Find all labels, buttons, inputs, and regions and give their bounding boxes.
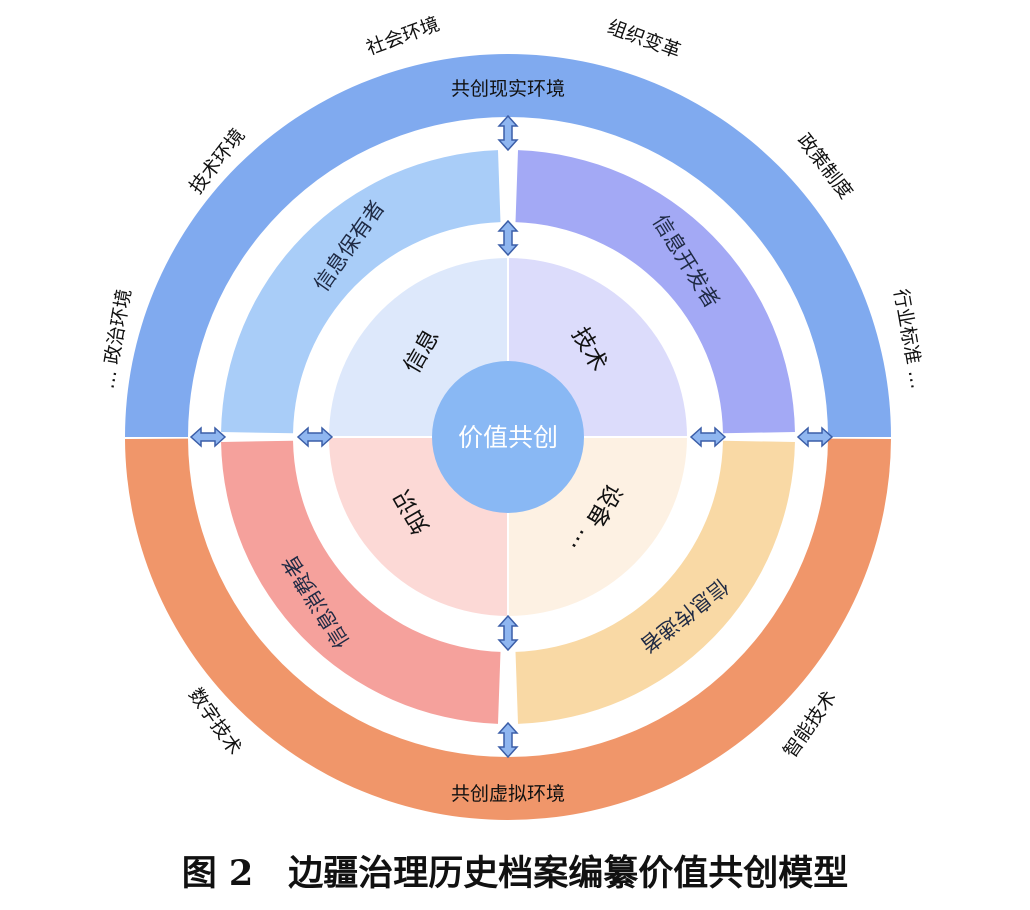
double-arrow-icon [796,426,834,448]
label-industry: 行业标准 … [889,287,928,390]
outer-ring-top [125,54,891,437]
middle-ring-holder [221,150,501,434]
outer-bottom-label: 共创虚拟环境 [451,783,565,805]
outer-top-label: 共创现实环境 [451,78,565,100]
double-arrow-icon [296,426,334,448]
center-label: 价值共创 [458,423,558,452]
outer-ring-bottom [125,438,891,821]
label-social: 社会环境 [363,13,442,60]
double-arrow-icon [497,114,519,152]
label-politics: … 政治环境 [96,287,135,390]
double-arrow-icon [189,426,227,448]
label-org: 组织变革 [605,16,684,63]
middle-ring-developer [515,150,795,434]
center-circle [432,361,584,513]
double-arrow-icon [497,721,519,759]
double-arrow-icon [497,219,519,257]
double-arrow-icon [497,614,519,652]
double-arrow-icon [689,426,727,448]
middle-ring-transmitter [515,440,795,724]
label-intelligent: 智能技术 [779,687,841,762]
figure-caption: 图 2 边疆治理历史档案编纂价值共创模型 [182,853,849,894]
middle-ring-consumer [221,440,501,724]
